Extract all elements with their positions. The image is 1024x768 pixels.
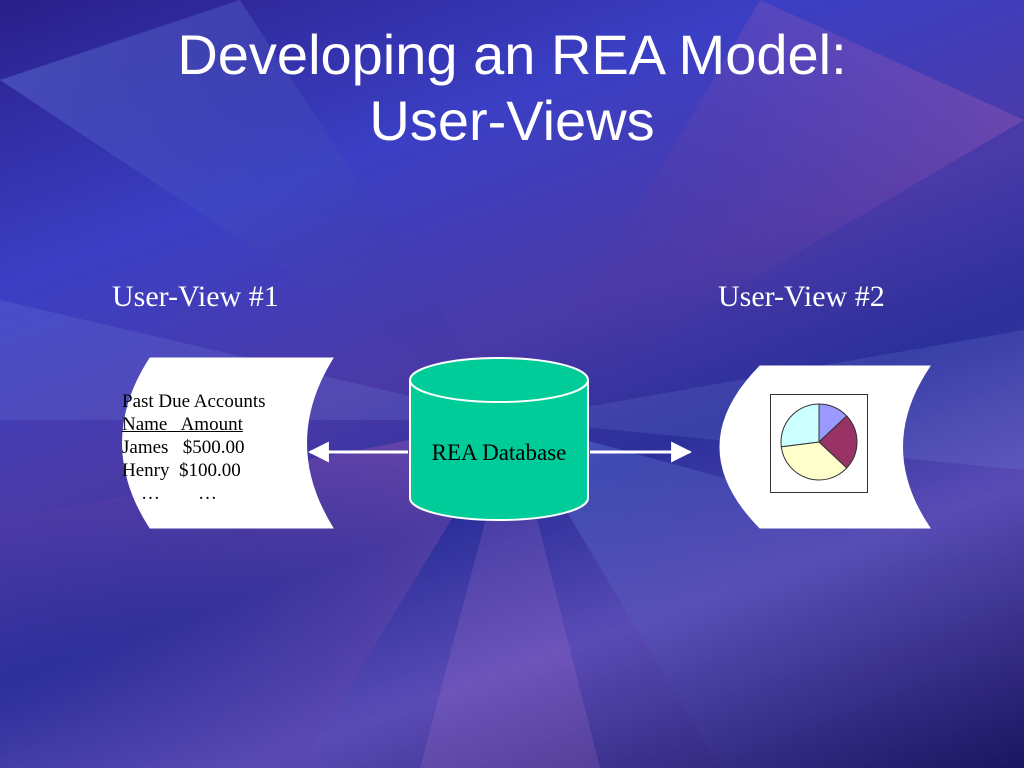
user-view-2-label: User-View #2 <box>718 280 885 313</box>
report-row: Henry $100.00 <box>122 459 266 482</box>
col-amount-header: Amount <box>180 414 243 435</box>
user-view-1-document <box>122 357 334 529</box>
row-amount: $100.00 <box>178 460 241 481</box>
user-view-1-label: User-View #1 <box>112 280 279 313</box>
pie-slice <box>818 415 858 469</box>
report-header-row: Name Amount <box>122 413 266 436</box>
pie-chart <box>780 403 858 481</box>
row-amount: $500.00 <box>182 437 245 458</box>
row-name: … <box>141 483 160 504</box>
report-heading: Past Due Accounts <box>122 391 266 412</box>
pie-slice <box>780 403 820 448</box>
title-line-2: User-Views <box>369 89 655 152</box>
report-row: James $500.00 <box>122 436 266 459</box>
rea-database-label: REA Database <box>431 440 567 465</box>
rea-database-cylinder <box>409 357 589 521</box>
pie-chart-frame <box>770 394 868 493</box>
title-line-1: Developing an REA Model: <box>177 23 847 86</box>
past-due-accounts-report: Past Due Accounts Name Amount James $500… <box>122 390 266 505</box>
row-amount: … <box>198 483 217 504</box>
slide-title: Developing an REA Model: User-Views <box>0 22 1024 154</box>
report-row: … … <box>122 482 266 505</box>
row-name: Henry <box>122 460 170 481</box>
col-name-header: Name <box>122 414 168 435</box>
row-name: James <box>122 437 169 458</box>
pie-slice <box>780 441 848 481</box>
